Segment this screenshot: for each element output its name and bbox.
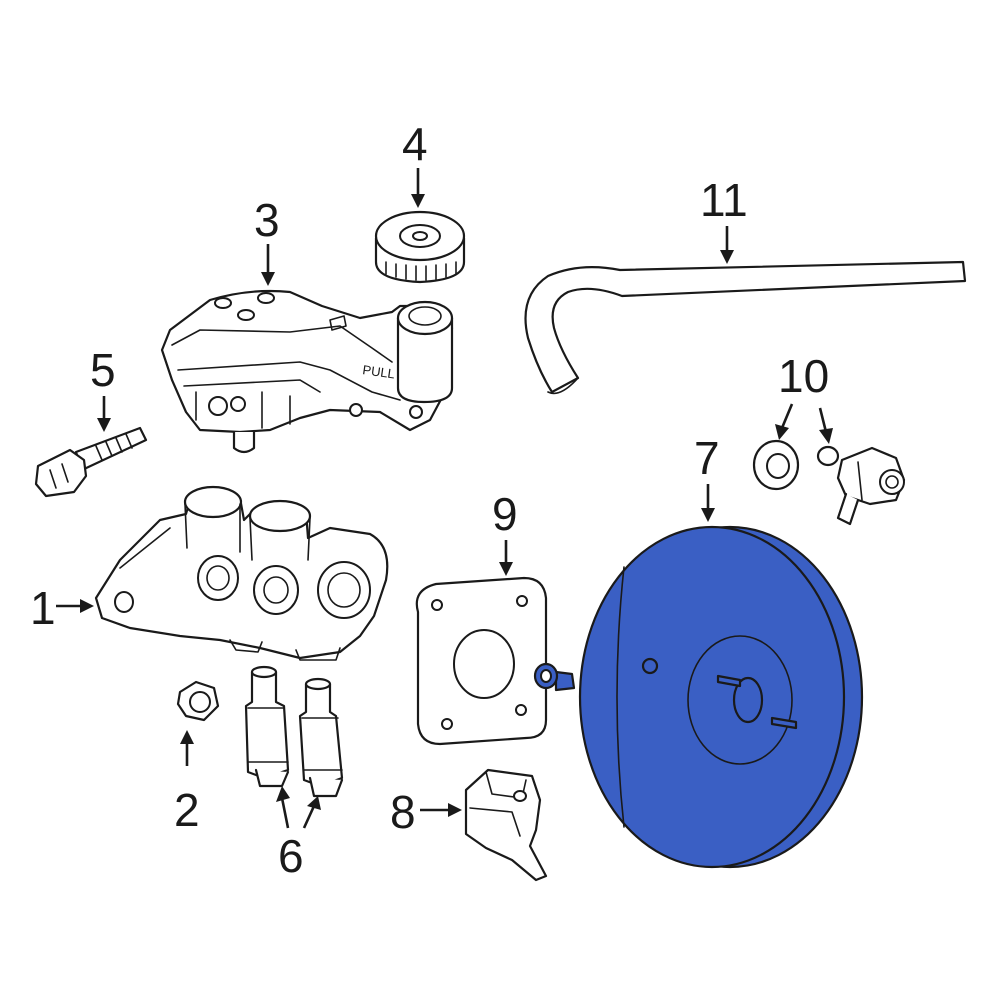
callout-7: 7 (694, 432, 720, 484)
callout-3: 3 (254, 194, 280, 246)
nut-part-2[interactable] (176, 680, 220, 722)
callout-2: 2 (174, 784, 200, 836)
callout-6: 6 (278, 830, 304, 882)
reservoir-pull-text: PULL (362, 362, 396, 381)
callout-10: 10 (778, 350, 829, 402)
callout-labels: 1 2 3 4 5 6 7 8 9 10 11 (30, 118, 829, 882)
callout-1: 1 (30, 582, 56, 634)
callout-4: 4 (402, 118, 428, 170)
callout-11: 11 (700, 174, 748, 226)
callout-8: 8 (390, 786, 416, 838)
check-valve-part-10[interactable] (816, 445, 906, 526)
vacuum-hose-part-11[interactable] (524, 260, 967, 395)
callout-5: 5 (90, 344, 116, 396)
master-cylinder-part-1[interactable] (94, 485, 389, 661)
gasket-part-9[interactable] (415, 576, 548, 746)
bracket-part-8[interactable] (464, 768, 548, 882)
brake-line-fitting-part-6b[interactable] (298, 677, 344, 798)
fluid-reservoir-part-3[interactable]: PULL (160, 289, 454, 454)
callout-9: 9 (492, 488, 518, 540)
grommet-part-10[interactable] (752, 439, 800, 491)
brake-line-fitting-part-6[interactable] (244, 665, 290, 788)
brake-booster-part-7[interactable] (533, 525, 864, 869)
level-sensor-part-5[interactable] (34, 426, 148, 498)
callout-arrows (56, 168, 833, 829)
reservoir-cap-part-4[interactable] (374, 210, 466, 284)
